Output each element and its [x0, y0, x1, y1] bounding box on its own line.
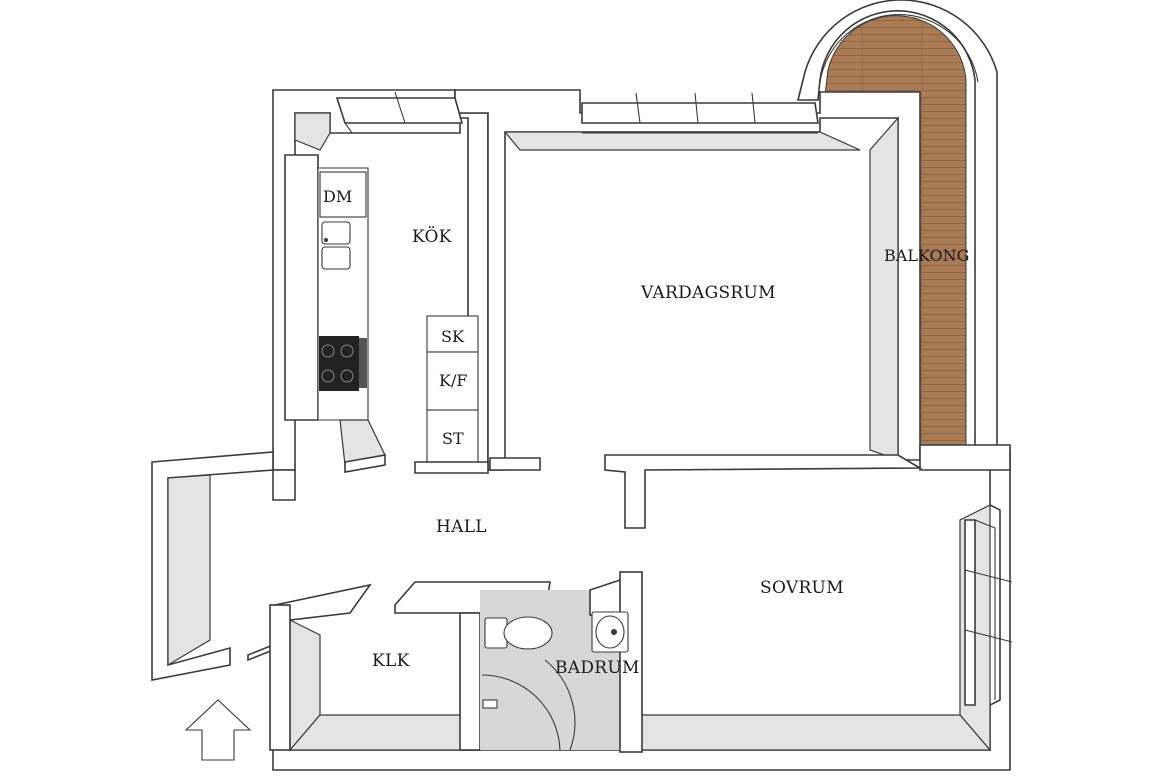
entrance-arrow-icon — [184, 699, 252, 761]
room-label-living-room: VARDAGSRUM — [640, 283, 776, 303]
toilet-icon — [484, 616, 553, 650]
label-dishwasher: DM — [323, 187, 352, 206]
living-room-partition — [272, 454, 923, 529]
label-storage: ST — [442, 429, 464, 448]
room-label-closet: KLK — [372, 651, 410, 671]
windows — [335, 91, 1013, 706]
bath-closet — [269, 571, 643, 753]
label-cabinet: SK — [441, 327, 465, 346]
storage — [426, 409, 479, 463]
label-fridge-freezer: K/F — [439, 371, 467, 390]
kitchen-sink-icon — [321, 221, 351, 270]
washbasin-icon — [591, 611, 629, 653]
kitchen — [284, 154, 489, 474]
shower-icon — [481, 659, 576, 751]
room-label-bedroom: SOVRUM — [760, 578, 844, 598]
room-label-balcony: BALKONG — [884, 246, 969, 265]
room-label-bathroom: BADRUM — [555, 658, 640, 678]
fridge-freezer — [426, 351, 479, 411]
dishwasher — [319, 171, 367, 218]
room-label-kitchen: KÖK — [412, 226, 452, 247]
room-label-hall: HALL — [436, 517, 487, 537]
living-room-floor — [520, 150, 870, 450]
stove-icon — [319, 336, 367, 391]
cabinet — [426, 315, 479, 353]
